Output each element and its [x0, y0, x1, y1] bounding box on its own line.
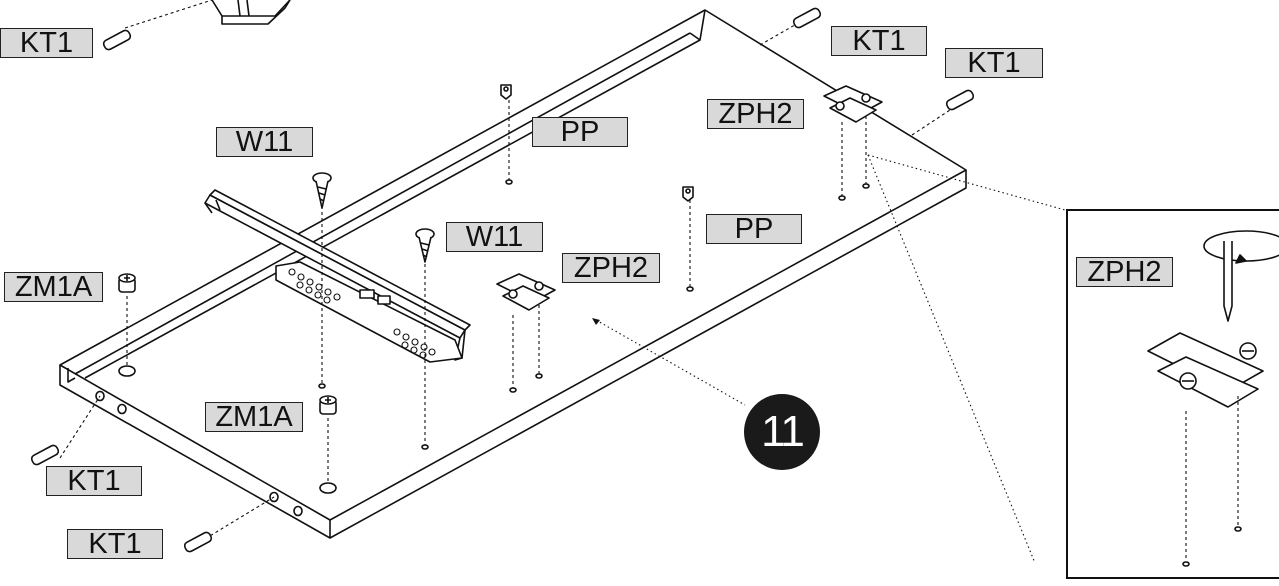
hinge-detail-drawing	[1147, 230, 1279, 567]
board-panel	[59, 9, 967, 539]
callout-lines	[595, 154, 1066, 563]
shelf-pins	[500, 84, 694, 202]
zph2-label-detail: ZPH2	[1076, 257, 1173, 287]
cam-fittings	[118, 273, 337, 415]
kt1-label-bottom-a: KT1	[46, 466, 142, 496]
zm1a-label-left: ZM1A	[4, 272, 103, 302]
assembly-guides	[59, 0, 951, 546]
kt1-label-top-right-b: KT1	[945, 48, 1043, 78]
zph2-label-middle: ZPH2	[562, 253, 660, 283]
screws	[312, 172, 435, 263]
step-number-badge: 11	[744, 394, 820, 470]
drawer-runner	[204, 189, 471, 363]
dowels	[30, 7, 975, 553]
pp-label-right: PP	[706, 214, 802, 244]
edge-holes	[95, 390, 303, 517]
kt1-label-top-right-a: KT1	[831, 26, 927, 56]
upper-panel-fragment	[211, 0, 291, 25]
w11-label-middle: W11	[446, 222, 543, 252]
w11-label-left: W11	[216, 127, 313, 157]
pp-label-top: PP	[532, 117, 628, 147]
screwdriver-icon	[1223, 241, 1233, 322]
kt1-label-top-left: KT1	[0, 28, 93, 58]
assembly-diagram	[30, 0, 1066, 563]
zm1a-label-bottom: ZM1A	[205, 402, 303, 432]
zph2-label-top: ZPH2	[707, 99, 804, 129]
hinge-plates	[496, 85, 883, 311]
kt1-label-bottom-b: KT1	[67, 529, 163, 559]
